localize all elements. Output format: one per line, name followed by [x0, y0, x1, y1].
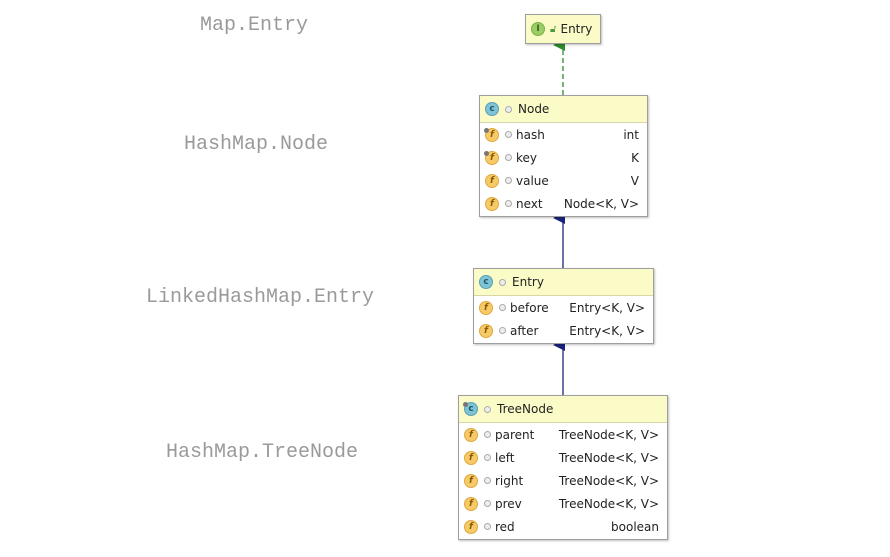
field-name: parent	[495, 427, 535, 442]
field-type: K	[631, 150, 639, 165]
node-class-header: c Node	[480, 96, 647, 123]
package-visibility-icon	[484, 431, 491, 438]
field-icon: f	[479, 300, 493, 315]
label-hashmap-node: HashMap.Node	[184, 133, 329, 156]
field-name: after	[510, 323, 539, 338]
field-row[interactable]: f hash int	[480, 123, 647, 146]
field-type: TreeNode<K, V>	[558, 427, 659, 442]
final-field-icon: f	[484, 127, 499, 142]
label-linkedhashmap-entry: LinkedHashMap.Entry	[146, 286, 375, 309]
package-visibility-icon	[499, 304, 506, 311]
field-row[interactable]: f next Node<K, V>	[480, 192, 647, 215]
field-icon: f	[464, 473, 478, 488]
field-type: TreeNode<K, V>	[558, 496, 659, 511]
field-type: int	[623, 127, 639, 142]
package-visibility-icon	[484, 477, 491, 484]
treenode-class-title: TreeNode	[497, 402, 554, 416]
package-visibility-icon	[484, 500, 491, 507]
node-class-title: Node	[518, 102, 550, 116]
field-name: before	[510, 300, 549, 315]
field-type: boolean	[611, 519, 659, 534]
final-class-icon: c	[463, 402, 478, 416]
field-row[interactable]: f left TreeNode<K, V>	[459, 446, 667, 469]
package-visibility-icon	[505, 154, 512, 161]
entry-interface-header: I 🔓︎ Entry	[526, 15, 600, 43]
field-row[interactable]: f prev TreeNode<K, V>	[459, 492, 667, 515]
field-name: next	[516, 196, 543, 211]
field-icon: f	[464, 450, 478, 465]
field-row[interactable]: f key K	[480, 146, 647, 169]
field-type: Entry<K, V>	[569, 323, 645, 338]
package-visibility-icon	[499, 278, 506, 286]
package-visibility-icon	[484, 523, 491, 530]
linked-entry-class-box[interactable]: c Entry f before Entry<K, V> f after Ent…	[473, 268, 654, 344]
field-type: Node<K, V>	[563, 196, 639, 211]
field-row[interactable]: f after Entry<K, V>	[474, 319, 653, 342]
field-type: TreeNode<K, V>	[558, 473, 659, 488]
field-name: key	[516, 150, 538, 165]
package-visibility-icon	[505, 200, 512, 207]
label-hashmap-treenode: HashMap.TreeNode	[166, 441, 359, 464]
field-type: Entry<K, V>	[569, 300, 645, 315]
class-icon: c	[485, 102, 499, 116]
field-name: red	[495, 519, 515, 534]
linked-entry-class-header: c Entry	[474, 269, 653, 296]
field-name: value	[516, 173, 549, 188]
entry-interface-box[interactable]: I 🔓︎ Entry	[525, 14, 601, 44]
public-lock-icon: 🔓︎	[550, 23, 557, 35]
package-visibility-icon	[505, 105, 512, 113]
label-map-entry: Map.Entry	[200, 14, 309, 37]
field-name: right	[495, 473, 524, 488]
treenode-class-box[interactable]: c TreeNode f parent TreeNode<K, V> f lef…	[458, 395, 668, 540]
field-type: TreeNode<K, V>	[558, 450, 659, 465]
class-icon: c	[479, 275, 493, 289]
field-name: left	[495, 450, 515, 465]
package-visibility-icon	[484, 454, 491, 461]
linked-entry-class-title: Entry	[512, 275, 544, 289]
field-icon: f	[485, 196, 499, 211]
package-visibility-icon	[499, 327, 506, 334]
treenode-class-header: c TreeNode	[459, 396, 667, 423]
field-icon: f	[464, 496, 478, 511]
field-row[interactable]: f value V	[480, 169, 647, 192]
package-visibility-icon	[505, 177, 512, 184]
field-type: V	[630, 173, 639, 188]
field-icon: f	[464, 427, 478, 442]
field-row[interactable]: f red boolean	[459, 515, 667, 538]
field-row[interactable]: f parent TreeNode<K, V>	[459, 423, 667, 446]
package-visibility-icon	[484, 405, 491, 413]
field-row[interactable]: f before Entry<K, V>	[474, 296, 653, 319]
field-name: hash	[516, 127, 545, 142]
field-name: prev	[495, 496, 522, 511]
field-icon: f	[485, 173, 499, 188]
field-row[interactable]: f right TreeNode<K, V>	[459, 469, 667, 492]
interface-icon: I	[531, 22, 545, 36]
final-field-icon: f	[484, 150, 499, 165]
node-class-box[interactable]: c Node f hash int f key K f value V f ne…	[479, 95, 648, 217]
field-icon: f	[464, 519, 478, 534]
package-visibility-icon	[505, 131, 512, 138]
entry-interface-title: Entry	[560, 22, 593, 36]
field-icon: f	[479, 323, 493, 338]
